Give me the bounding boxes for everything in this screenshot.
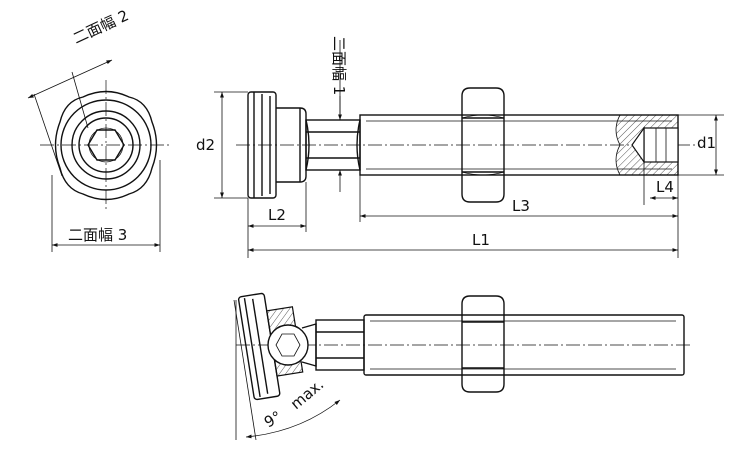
side-view: d2 二面幅 1 d1 L4 L3 L2 L1	[196, 36, 724, 258]
tilt-lock-nut	[461, 295, 505, 393]
L2-label: L2	[268, 206, 286, 224]
end-view: 二面幅 2 二面幅 3	[27, 6, 172, 252]
tilt-max-label: max.	[287, 375, 327, 413]
lock-nut	[461, 87, 505, 203]
tilt-threaded-shaft	[363, 314, 685, 376]
end-view-outer-outline	[54, 90, 158, 201]
L4-label: L4	[656, 178, 674, 196]
tilt-angle-label: 9°	[261, 407, 285, 431]
L3-label: L3	[512, 197, 530, 215]
d1-label: d1	[697, 134, 716, 152]
L1-label: L1	[472, 231, 490, 249]
tilt-view: 9° max.	[233, 292, 690, 441]
hex-socket	[87, 129, 125, 161]
width-across-flats-3-label: 二面幅 3	[68, 226, 127, 244]
width-across-flats-2-label: 二面幅 2	[70, 6, 131, 47]
width-across-flats-1-label: 二面幅 1	[330, 36, 348, 95]
d2-label: d2	[196, 136, 215, 154]
base-pad	[247, 91, 277, 199]
